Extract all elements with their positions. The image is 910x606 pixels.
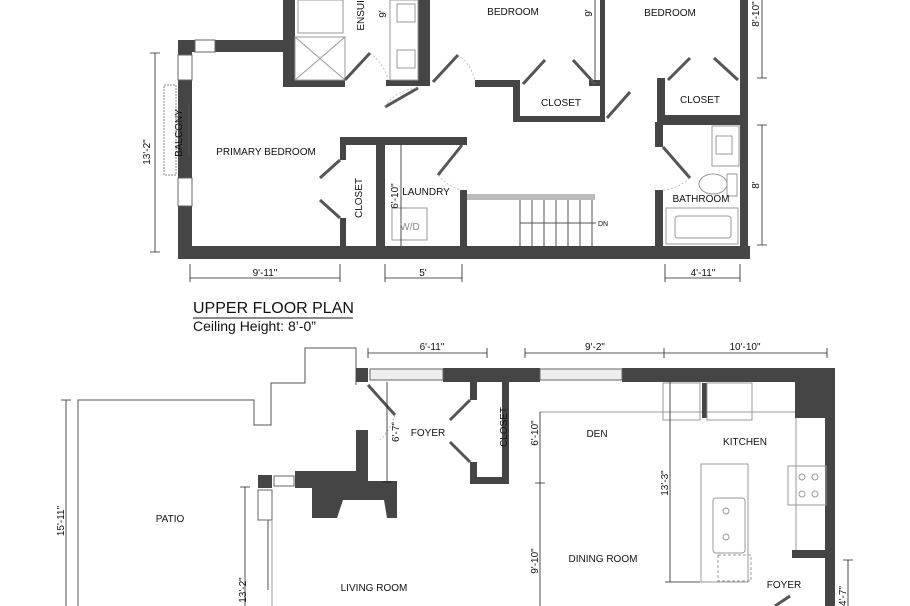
dim-dining-height: 9'-10": [530, 548, 541, 574]
room-label-balcony: BALCONY: [174, 109, 185, 157]
upper-doors: [318, 51, 740, 220]
dim-bathroom-height: 8': [751, 181, 762, 189]
main-dimension-lines: [61, 348, 853, 606]
main-doors: [366, 383, 791, 606]
dim-bedroom1: 9': [584, 9, 595, 17]
dim-laundry-width: 5': [419, 268, 427, 279]
main-windows: [257, 368, 623, 606]
room-label-primary-bedroom: PRIMARY BEDROOM: [216, 147, 316, 158]
dim-den-width: 9'-2": [585, 342, 605, 353]
bathroom-fixtures: [665, 125, 740, 245]
stairs-down-label: DN: [598, 221, 608, 228]
room-label-bedroom-2: BEDROOM: [644, 8, 696, 19]
dim-kitchen-width: 10'-10": [729, 342, 760, 353]
upper-dimension-lines: [150, 0, 767, 282]
dim-den-height: 6'-10": [530, 420, 541, 446]
dim-patio-height: 15'-11": [56, 505, 67, 536]
upper-walls: [178, 0, 750, 259]
upper-floor-plan: ENSUITE BEDROOM BEDROOM CLOSET CLOSET PR…: [142, 0, 767, 334]
stairs: [467, 194, 596, 246]
main-walls: [258, 368, 835, 606]
room-label-primary-closet: CLOSET: [354, 178, 365, 218]
dim-living-height: 13'-2": [238, 577, 249, 603]
washer-dryer: [391, 207, 428, 241]
floor-plan-title: UPPER FLOOR PLAN: [193, 300, 354, 317]
room-label-dining-room: DINING ROOM: [569, 554, 638, 565]
room-label-patio: PATIO: [156, 514, 185, 525]
patio-outline: [77, 347, 357, 606]
dim-foyer2-height: 4'-7": [838, 586, 849, 606]
room-label-closet: CLOSET: [499, 407, 510, 447]
room-label-closet-1: CLOSET: [541, 98, 581, 109]
dim-laundry-height: 6'-10": [390, 183, 401, 209]
kitchen-fixtures: [540, 382, 827, 583]
room-label-kitchen: KITCHEN: [723, 437, 767, 448]
dim-bathroom-width: 4'-11": [691, 268, 716, 279]
dim-primary-width: 9'-11": [253, 268, 278, 279]
room-label-living-room: LIVING ROOM: [341, 583, 408, 594]
room-label-bedroom-1: BEDROOM: [487, 7, 539, 18]
dim-foyer-height: 6'-7": [391, 422, 402, 442]
dim-primary-height: 13'-2": [142, 139, 153, 165]
dim-ensuite: 9': [378, 10, 389, 18]
washer-dryer-label: W/D: [400, 222, 419, 233]
dim-kitchen-height: 13'-3": [660, 470, 671, 496]
room-label-foyer-2: FOYER: [767, 580, 801, 591]
room-label-bathroom: BATHROOM: [672, 194, 729, 205]
room-label-den: DEN: [586, 429, 607, 440]
room-label-closet-2: CLOSET: [680, 95, 720, 106]
room-label-laundry: LAUNDRY: [402, 187, 450, 198]
dim-bedroom2-height: 8'-10": [751, 1, 762, 27]
dim-foyer-width: 6'-11": [420, 342, 445, 353]
room-label-ensuite: ENSUITE: [356, 0, 367, 31]
room-label-foyer: FOYER: [411, 428, 445, 439]
ceiling-height: Ceiling Height: 8’-0”: [193, 318, 316, 334]
main-floor-plan: 6'-11" 9'-2" 10'-10" 6'-7" 6'-10" 9'-10"…: [56, 342, 853, 606]
ensuite-fixtures: [294, 0, 419, 81]
balcony: [163, 39, 216, 207]
